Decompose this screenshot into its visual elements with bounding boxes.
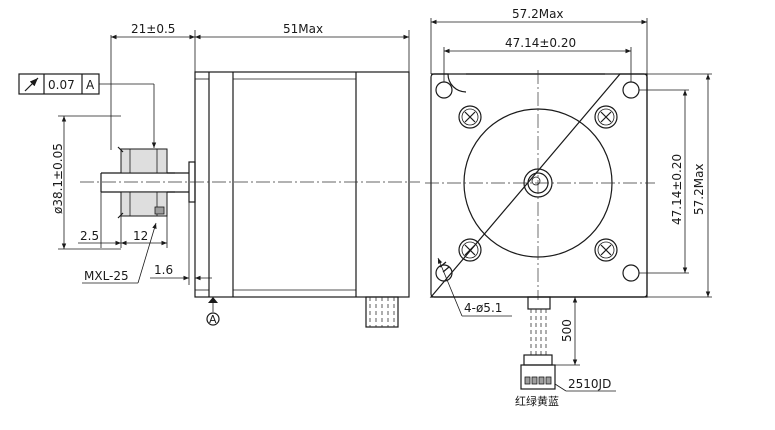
dim-flange-height: 57.2Max (647, 73, 712, 298)
wire-color-note: 红绿黄蓝 (515, 394, 559, 408)
screw-icon (594, 238, 618, 262)
dim-body-length-label: 51Max (283, 22, 323, 36)
dim-pulley-diameter-label: ø38.1±0.05 (51, 143, 65, 214)
mounting-hole-icon (435, 81, 453, 99)
screw-icon (458, 238, 482, 262)
mounting-hole-icon (622, 81, 640, 99)
connector-2510jd (520, 364, 556, 390)
flange-square (430, 73, 648, 298)
dim-hole-spacing-v: 47.14±0.20 (639, 89, 689, 274)
mounting-hole-icon (622, 264, 640, 282)
side-lead-wires (365, 296, 399, 328)
dim-body-length: 51Max (195, 22, 410, 72)
motor-body-side (194, 71, 410, 298)
datum-a-marker: A (206, 297, 220, 326)
dim-boss-height-label: 1.6 (154, 263, 173, 277)
dim-hole-spacing-h-label: 47.14±0.20 (505, 36, 576, 50)
screw-icon (458, 105, 482, 129)
mounting-holes (435, 81, 640, 282)
motor-body-outline (194, 71, 410, 298)
shaft-side (100, 172, 189, 193)
dim-hole-spacing-v-label: 47.14±0.20 (670, 154, 684, 225)
connector-pin-icon (538, 376, 545, 385)
connector-pin-icon (531, 376, 538, 385)
hole-callout: 4-ø5.1 (437, 257, 512, 317)
front-view: 57.2Max 47.14±0.20 47.14±0.20 57.2Max (425, 7, 712, 408)
runout-tolerance-frame: 0.07 A (18, 73, 157, 148)
dim-shaft-length-label: 21±0.5 (131, 22, 175, 36)
pulley (117, 146, 175, 219)
tolerance-value: 0.07 (48, 78, 75, 92)
set-screw (154, 206, 165, 215)
screw-icon (594, 105, 618, 129)
dim-hole-spacing-h: 47.14±0.20 (443, 36, 632, 82)
flange-outline (429, 73, 648, 298)
wire-harness (520, 296, 556, 390)
dim-pulley-offsets: 2.5 12 (78, 192, 168, 248)
datum-a-label: A (209, 313, 217, 326)
side-view: 21±0.5 51Max 0.07 A ø38.1±0.05 (18, 22, 420, 328)
corner-screws (458, 105, 618, 262)
dim-boss-height: 1.6 (150, 202, 212, 285)
dim-pulley-diameter: ø38.1±0.05 (51, 115, 121, 250)
dim-flange-width-label: 57.2Max (512, 7, 564, 21)
dim-offset-label: 2.5 (80, 229, 99, 243)
dim-flange-height-label: 57.2Max (692, 163, 706, 215)
dim-shaft-length: 21±0.5 (110, 22, 196, 150)
dim-lead-length: 500 (550, 296, 580, 366)
runout-arrow-icon (24, 77, 39, 92)
pulley-type-callout: MXL-25 (82, 222, 157, 284)
mounting-hole-icon (435, 264, 453, 282)
connector-pin-icon (545, 376, 552, 385)
dim-pulley-width-label: 12 (133, 229, 148, 243)
pulley-type-label: MXL-25 (84, 269, 129, 283)
wire-grommet (527, 296, 551, 310)
pulley-top-half (120, 148, 168, 174)
tolerance-datum: A (86, 78, 95, 92)
dim-flange-width: 57.2Max (430, 7, 648, 74)
connector-callout: 2510JD (554, 377, 616, 392)
connector-pin-icon (524, 376, 531, 385)
connector-type-label: 2510JD (568, 377, 611, 391)
hole-callout-label: 4-ø5.1 (464, 301, 502, 315)
dim-lead-length-label: 500 (560, 319, 574, 342)
